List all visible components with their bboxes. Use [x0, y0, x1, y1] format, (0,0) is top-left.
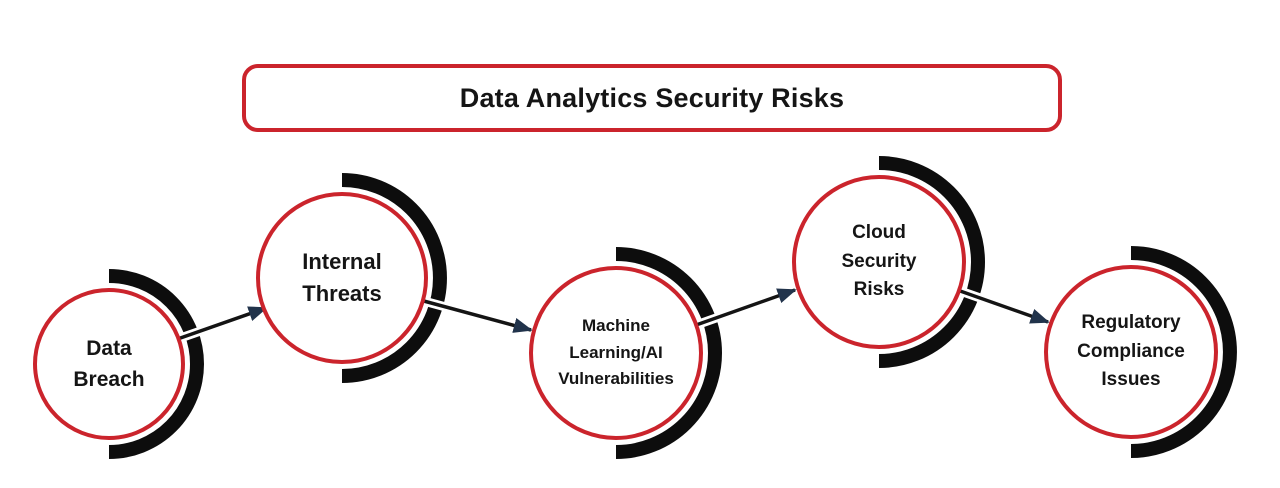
node-circle-ml-ai-vulnerabilities [529, 266, 703, 440]
node-circle-regulatory-compliance-issues [1044, 265, 1218, 439]
arrow-cloud-security-risks-to-regulatory-compliance-issues [945, 284, 1050, 324]
diagram-title: Data Analytics Security Risks [459, 82, 845, 113]
crescent-arc-data-breach [108, 269, 204, 459]
crescent-arc-internal-threats [341, 173, 447, 383]
crescent-arc-ml-ai-vulnerabilities [615, 247, 722, 459]
arrow-data-breach-to-internal-threats [168, 306, 268, 344]
node-circle-internal-threats [256, 192, 428, 364]
crescent-arc-cloud-security-risks [878, 156, 985, 368]
title-box: Data Analytics Security Risks [242, 64, 1062, 132]
node-circle-data-breach [33, 288, 185, 440]
arrow-internal-threats-to-ml-ai-vulnerabilities [408, 295, 533, 333]
arrow-ml-ai-vulnerabilities-to-cloud-security-risks [681, 288, 797, 332]
node-circle-cloud-security-risks [792, 175, 966, 349]
crescent-arc-regulatory-compliance-issues [1130, 246, 1237, 458]
